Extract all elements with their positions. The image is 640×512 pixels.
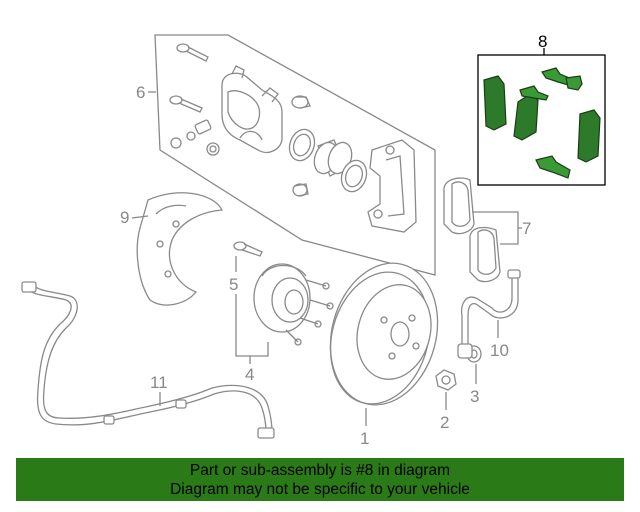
- hub-nut[interactable]: [435, 369, 457, 391]
- banner-line-2: Diagram may not be specific to your vehi…: [170, 481, 470, 498]
- callout-9: 9: [120, 208, 129, 227]
- info-banner: Part or sub-assembly is #8 in diagram Di…: [16, 458, 624, 501]
- anti-rattle-clip-bottom: [535, 155, 571, 179]
- callout-11: 11: [150, 373, 168, 392]
- pad-shim-right: [577, 109, 601, 163]
- guide-pin-boot-upper: [291, 95, 311, 109]
- caliper-kit-group[interactable]: [154, 34, 436, 276]
- hub-bearing-assembly[interactable]: [253, 263, 334, 346]
- brake-hose[interactable]: [457, 269, 521, 359]
- leader-7: [472, 211, 522, 245]
- brake-pads[interactable]: [443, 177, 501, 283]
- bleeder-screw: [170, 119, 220, 156]
- anti-rattle-clip-upper-right: [565, 75, 583, 91]
- banner-line-1: Part or sub-assembly is #8 in diagram: [189, 462, 451, 479]
- anti-rattle-clip-mid: [519, 85, 549, 101]
- hub-bolt[interactable]: [233, 241, 263, 257]
- dust-boot: [340, 159, 368, 193]
- pad-shim-left: [483, 75, 507, 131]
- brake-pad-inner-backing: [477, 229, 497, 275]
- abs-sensor-wire[interactable]: [21, 281, 275, 439]
- callout-3: 3: [470, 387, 479, 406]
- piston-seal: [288, 128, 316, 162]
- caliper-bracket: [367, 139, 417, 233]
- callout-4: 4: [245, 365, 254, 384]
- caliper-kit-frame: [154, 34, 436, 276]
- callout-8: 8: [538, 32, 547, 51]
- caliper-housing: [221, 65, 283, 154]
- callout-7: 7: [522, 219, 531, 238]
- brake-pad-outer-backing: [451, 181, 471, 227]
- caliper-bolt-lower: [169, 95, 203, 113]
- leader-4: [235, 294, 269, 357]
- callout-1: 1: [360, 429, 369, 448]
- brake-rotor[interactable]: [315, 251, 453, 417]
- dust-shield[interactable]: [136, 192, 224, 306]
- callout-5: 5: [229, 275, 238, 294]
- callout-2: 2: [440, 413, 449, 432]
- guide-pin-boot-lower: [292, 183, 309, 197]
- leader-9: [131, 215, 149, 219]
- part-8-pad-kit[interactable]: [477, 48, 606, 186]
- caliper-bolt-upper: [176, 43, 209, 62]
- callout-6: 6: [136, 83, 145, 102]
- callout-10: 10: [490, 341, 509, 360]
